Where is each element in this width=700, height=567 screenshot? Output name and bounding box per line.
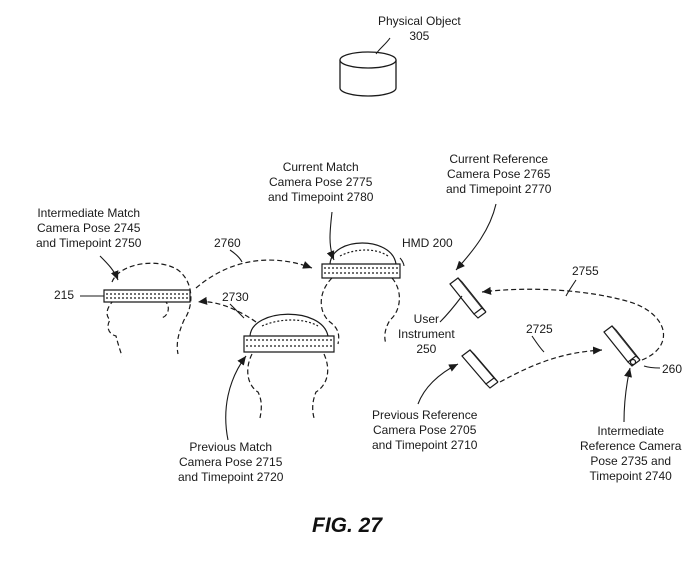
intermediate-reference-line4: Timepoint 2740 bbox=[589, 469, 672, 483]
leader-2730 bbox=[229, 303, 245, 319]
user-instrument-line2: Instrument bbox=[398, 327, 455, 341]
label-intermediate-reference: Intermediate Reference Camera Pose 2735 … bbox=[580, 424, 681, 484]
current-match-head bbox=[320, 242, 401, 345]
ref-2760: 2760 bbox=[214, 236, 241, 250]
user-instrument-line1: User bbox=[413, 312, 440, 326]
physical-object-cylinder bbox=[339, 51, 397, 97]
user-instrument-line3: 250 bbox=[416, 342, 437, 356]
hmd-text: HMD 200 bbox=[402, 236, 453, 250]
leader-current-reference bbox=[455, 203, 497, 271]
previous-match-head bbox=[243, 313, 335, 419]
intermediate-match-head bbox=[106, 262, 192, 357]
label-hmd: HMD 200 bbox=[402, 236, 453, 251]
label-current-reference: Current Reference Camera Pose 2765 and T… bbox=[446, 152, 551, 197]
previous-match-line3: and Timepoint 2720 bbox=[178, 470, 284, 484]
leader-previous-match bbox=[225, 355, 247, 441]
ref-215: 215 bbox=[54, 288, 75, 302]
current-match-line3: and Timepoint 2780 bbox=[268, 190, 374, 204]
current-reference-line3: and Timepoint 2770 bbox=[446, 182, 552, 196]
intermediate-reference-shape bbox=[603, 325, 641, 367]
label-previous-reference: Previous Reference Camera Pose 2705 and … bbox=[372, 408, 477, 453]
current-match-line2: Camera Pose 2775 bbox=[269, 175, 373, 189]
label-physical-object: Physical Object 305 bbox=[378, 14, 461, 44]
current-match-line1: Current Match bbox=[282, 160, 359, 174]
leader-intermediate-reference bbox=[623, 367, 632, 423]
previous-match-line2: Camera Pose 2715 bbox=[179, 455, 283, 469]
intermediate-match-line3: and Timepoint 2750 bbox=[36, 236, 142, 250]
leader-hmd bbox=[399, 257, 405, 267]
ref-260: 260 bbox=[662, 362, 683, 376]
previous-match-line1: Previous Match bbox=[189, 440, 273, 454]
ref-2755: 2755 bbox=[572, 264, 599, 278]
arrow-2725 bbox=[499, 346, 603, 383]
figure-label: FIG. 27 bbox=[312, 514, 383, 537]
arrow-2760 bbox=[195, 259, 313, 289]
physical-object-line2: 305 bbox=[409, 29, 430, 43]
leader-2725 bbox=[531, 335, 545, 353]
ref-2730: 2730 bbox=[222, 290, 249, 304]
ref-2725: 2725 bbox=[526, 322, 553, 336]
leader-260 bbox=[643, 365, 661, 369]
intermediate-match-line1: Intermediate Match bbox=[37, 206, 141, 220]
leader-intermediate-match bbox=[99, 255, 119, 281]
intermediate-reference-line3: Pose 2735 and bbox=[590, 454, 672, 468]
user-instrument-shape bbox=[449, 277, 487, 319]
physical-object-leader bbox=[375, 37, 391, 55]
previous-reference-line1: Previous Reference bbox=[372, 408, 478, 422]
leader-user-instrument bbox=[439, 295, 463, 323]
intermediate-match-hmd bbox=[103, 289, 191, 303]
current-reference-line2: Camera Pose 2765 bbox=[447, 167, 551, 181]
leader-2760 bbox=[229, 249, 243, 263]
leader-current-match bbox=[326, 211, 335, 261]
previous-reference-shape bbox=[461, 349, 499, 389]
intermediate-match-line2: Camera Pose 2745 bbox=[37, 221, 141, 235]
leader-2755 bbox=[565, 279, 577, 297]
leader-previous-reference bbox=[417, 363, 459, 405]
label-intermediate-match: Intermediate Match Camera Pose 2745 and … bbox=[36, 206, 141, 251]
physical-object-line1: Physical Object bbox=[378, 14, 461, 28]
arrow-2755 bbox=[481, 286, 665, 361]
label-previous-match: Previous Match Camera Pose 2715 and Time… bbox=[178, 440, 283, 485]
intermediate-reference-line1: Intermediate bbox=[597, 424, 665, 438]
label-current-match: Current Match Camera Pose 2775 and Timep… bbox=[268, 160, 373, 205]
current-reference-line1: Current Reference bbox=[449, 152, 549, 166]
previous-reference-line3: and Timepoint 2710 bbox=[372, 438, 478, 452]
previous-reference-line2: Camera Pose 2705 bbox=[373, 423, 477, 437]
label-user-instrument: User Instrument 250 bbox=[398, 312, 455, 357]
arrow-2730 bbox=[197, 296, 257, 323]
intermediate-reference-line2: Reference Camera bbox=[580, 439, 682, 453]
